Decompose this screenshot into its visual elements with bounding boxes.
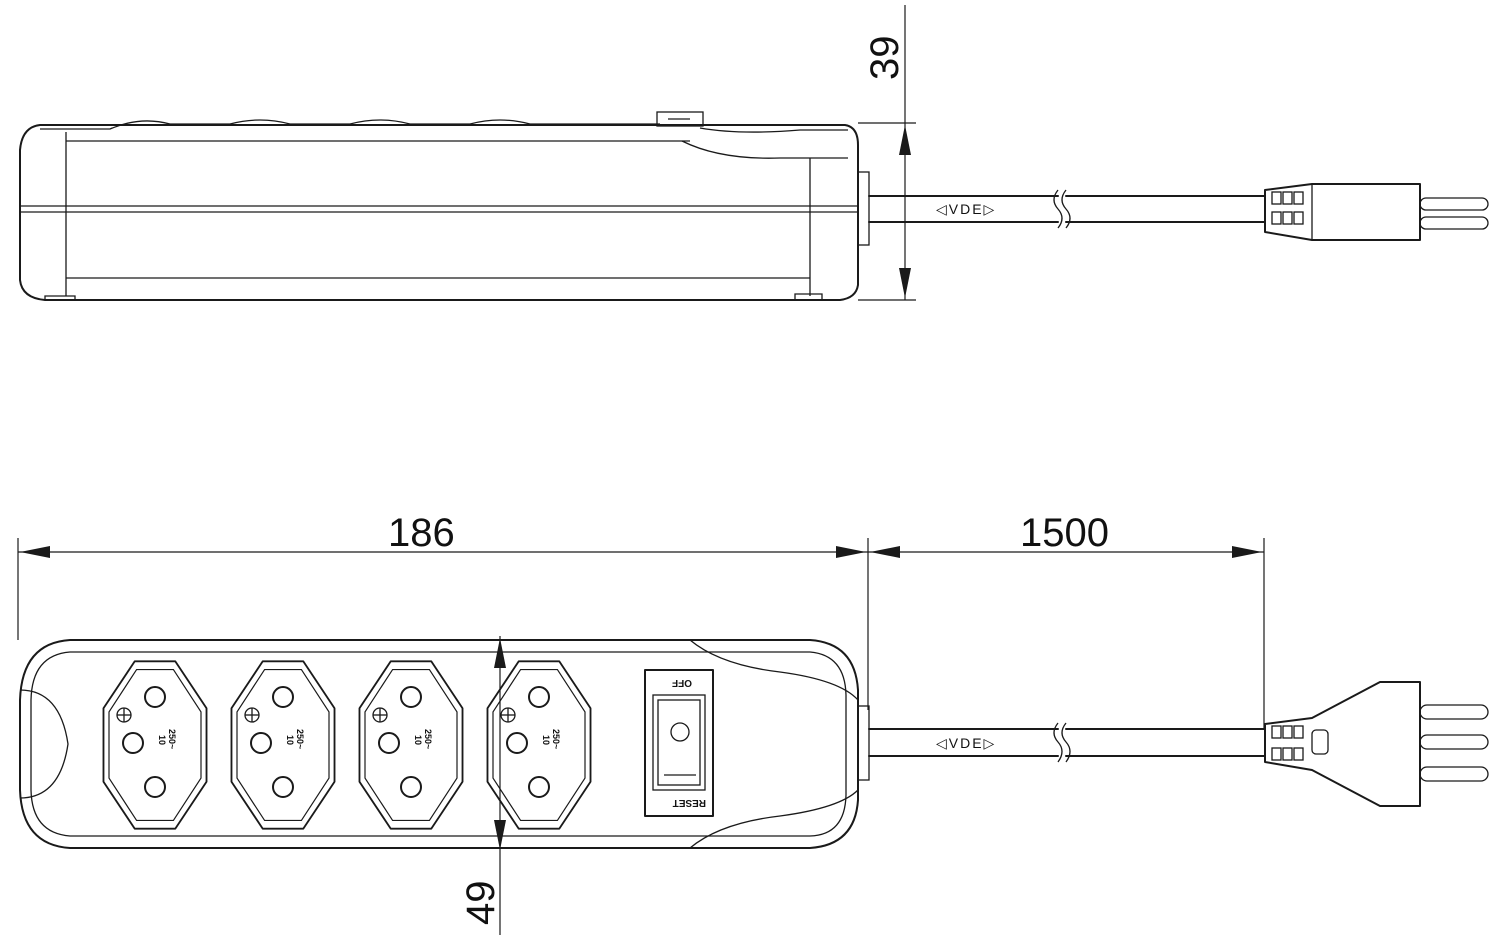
socket-rating-line2: 250~: [167, 729, 177, 749]
side-top-ridge: [40, 119, 660, 130]
dimension-cable: 1500: [868, 511, 1265, 728]
socket-rating-line1: 10: [285, 735, 295, 745]
dimension-height-label: 39: [863, 36, 907, 81]
dimension-length: 186: [17, 511, 869, 710]
socket-rating-line2: 250~: [551, 729, 561, 749]
socket-rating-line1: 10: [413, 735, 423, 745]
socket-rating-line1: 10: [541, 735, 551, 745]
side-plug: [1264, 183, 1489, 241]
side-body-outline: [19, 124, 859, 301]
top-plug: [1264, 681, 1489, 807]
side-view: ◁VDE▷ 39: [19, 5, 1489, 301]
top-view: 186 1500 10 250~: [17, 511, 1489, 935]
dimension-cable-label: 1500: [1020, 511, 1109, 555]
side-cable-marking: ◁VDE▷: [936, 201, 996, 217]
socket-2: 10 250~: [230, 660, 336, 830]
top-cable-marking: ◁VDE▷: [936, 735, 996, 751]
socket-rating-line2: 250~: [423, 729, 433, 749]
socket-4: 10 250~: [486, 660, 592, 830]
socket-3: 10 250~: [358, 660, 464, 830]
dimension-width: 49: [459, 636, 506, 935]
reset-switch: OFF RESET: [644, 669, 714, 817]
switch-label-off: OFF: [672, 677, 692, 688]
side-switch: [656, 111, 704, 127]
switch-label-reset: RESET: [673, 797, 706, 808]
socket-1: 10 250~: [102, 660, 208, 830]
dimension-height: 39: [858, 5, 916, 301]
dimension-width-label: 49: [459, 881, 503, 926]
dimension-length-label: 186: [388, 511, 455, 555]
top-body-outline: [19, 639, 859, 849]
socket-rating-line1: 10: [157, 735, 167, 745]
socket-rating-line2: 250~: [295, 729, 305, 749]
